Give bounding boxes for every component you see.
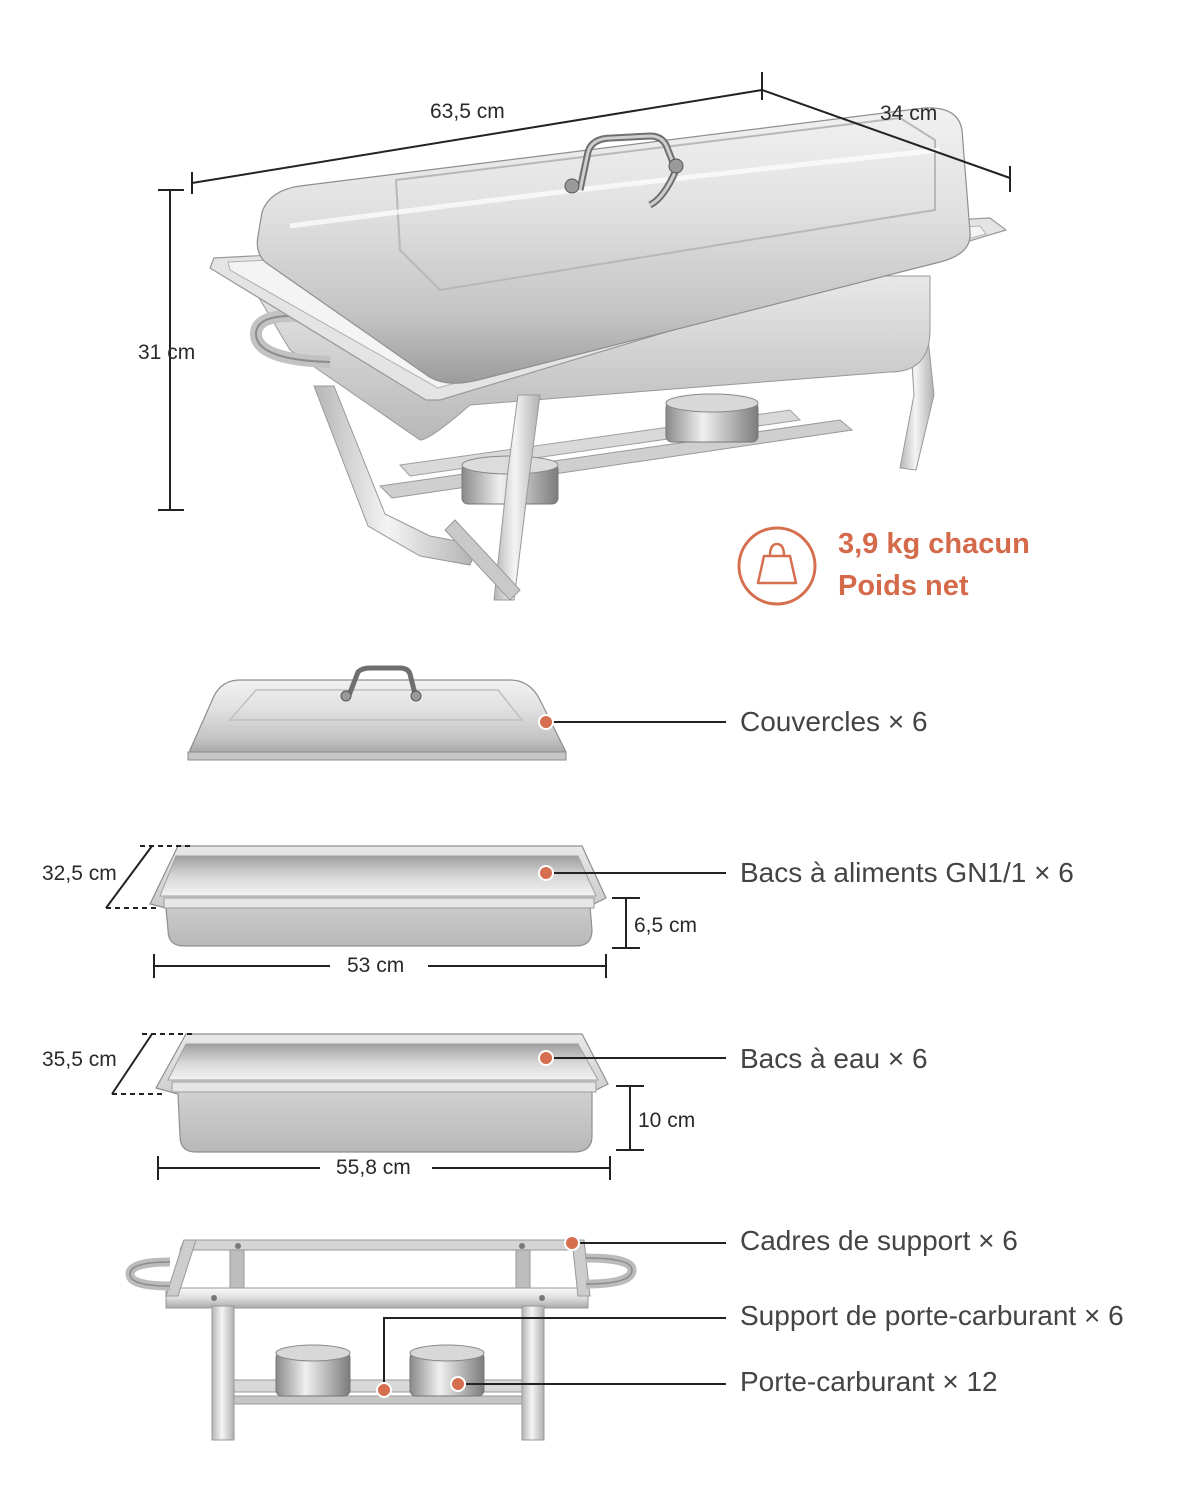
fuel-holder-label: Porte-carburant × 12: [740, 1366, 998, 1397]
dimension-lines-water-pan: [111, 1033, 644, 1180]
food-pan-label: Bacs à aliments GN1/1 × 6: [740, 857, 1074, 888]
water-pan-dot: [538, 1050, 554, 1066]
water-pan-illustration: [155, 1033, 609, 1153]
food-pan-dot: [538, 865, 554, 881]
dimension-lines-main: [158, 72, 1011, 511]
food-pan-depth-label: 32,5 cm: [42, 862, 117, 885]
fuel-can-right: [409, 1344, 485, 1397]
main-chafing-dish: [209, 107, 1008, 601]
fuel-holder-dot: [450, 1376, 466, 1392]
food-pan-height-label: 6,5 cm: [634, 914, 698, 937]
fuel-holder-support-label: Support de porte-carburant × 6: [740, 1300, 1124, 1331]
fuel-can-left: [275, 1344, 351, 1397]
weight-caption: Poids net: [838, 570, 969, 602]
callout-dots: [376, 714, 580, 1398]
fuel-support-dot: [376, 1382, 392, 1398]
callout-lines: [383, 721, 726, 1390]
frame-dot: [564, 1235, 580, 1251]
width-label: 63,5 cm: [430, 100, 505, 123]
food-pan-illustration: [149, 845, 607, 947]
frame-illustration: [125, 1239, 637, 1441]
weight-icon: [737, 526, 817, 606]
water-pan-label: Bacs à eau × 6: [740, 1043, 928, 1074]
lid-illustration: [187, 665, 567, 761]
height-label: 31 cm: [138, 341, 196, 364]
lid-dot: [538, 714, 554, 730]
weight-value: 3,9 kg chacun: [838, 528, 1030, 560]
fuel-can-rear: [665, 393, 759, 443]
depth-label: 34 cm: [880, 102, 938, 125]
water-pan-depth-label: 35,5 cm: [42, 1048, 117, 1071]
frame-label: Cadres de support × 6: [740, 1225, 1018, 1256]
lid-label: Couvercles × 6: [740, 706, 928, 737]
water-pan-height-label: 10 cm: [638, 1109, 696, 1132]
water-pan-length-label: 55,8 cm: [336, 1156, 411, 1179]
food-pan-length-label: 53 cm: [347, 954, 405, 977]
dimension-lines-food-pan: [105, 845, 640, 978]
